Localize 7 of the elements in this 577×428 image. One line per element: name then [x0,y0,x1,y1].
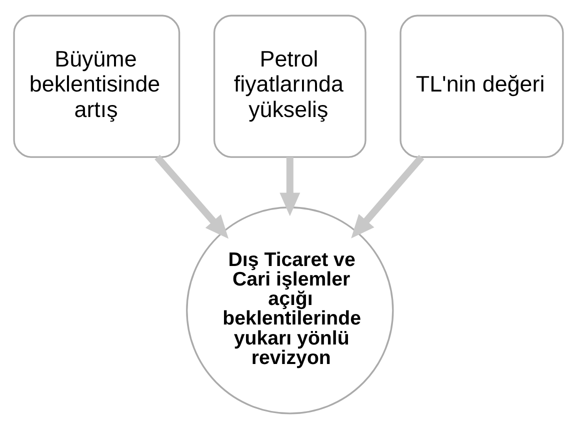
arrow [280,156,300,216]
arrow [154,154,229,238]
node-box: Büyüme beklentisinde artış [13,14,180,158]
node-circle: Dış Ticaret ve Cari işlemler açığı beklentilerinde yukarı yönlü revizyon [186,206,394,414]
node-box: Petrol fiyatlarında yükseliş [213,14,366,158]
arrow [351,154,424,238]
node-box: TL'nin değeri [400,14,564,158]
